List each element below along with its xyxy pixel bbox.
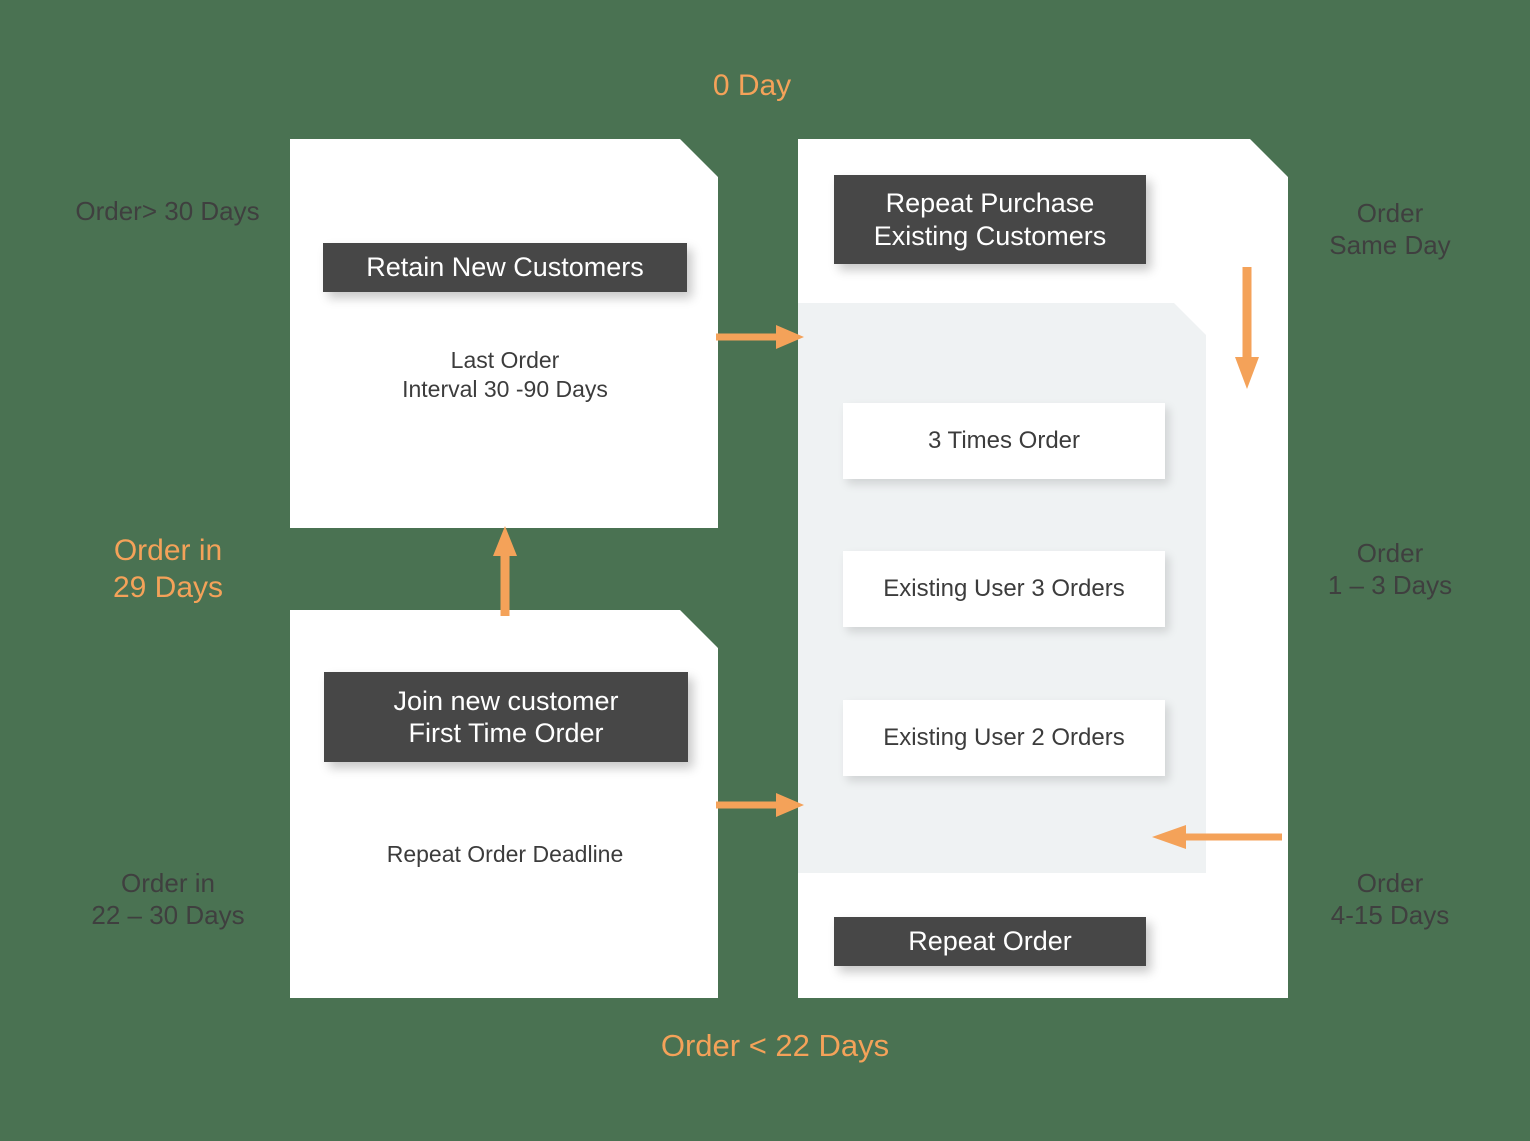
arrow-same-day-down-icon	[1230, 265, 1264, 391]
card-retain-new-customers-body: Last Order Interval 30 -90 Days	[402, 347, 608, 403]
label-right-order-4-15-days: Order 4-15 Days	[1330, 868, 1450, 930]
card-retain-new-customers[interactable]	[290, 139, 718, 528]
mini-box-existing-user-3-orders[interactable]: Existing User 3 Orders	[843, 551, 1165, 627]
card-repeat-purchase-footer: Repeat Order	[834, 917, 1146, 966]
arrow-join-to-repeat-icon	[714, 790, 810, 820]
mini-box-existing-user-2-orders[interactable]: Existing User 2 Orders	[843, 700, 1165, 776]
card-join-new-customer-body: Repeat Order Deadline	[386, 841, 624, 867]
card-retain-new-customers-header: Retain New Customers	[323, 243, 687, 292]
card-join-new-customer-header: Join new customer First Time Order	[324, 672, 688, 762]
card-repeat-purchase-header: Repeat Purchase Existing Customers	[834, 175, 1146, 264]
mini-box-3-times-order[interactable]: 3 Times Order	[843, 403, 1165, 479]
label-left-order-in-22-30-days: Order in 22 – 30 Days	[91, 868, 245, 930]
arrow-retain-to-repeat-icon	[714, 322, 810, 352]
label-top-0-day: 0 Day	[712, 69, 792, 102]
label-right-order-same-day: Order Same Day	[1329, 198, 1451, 260]
label-left-order-gt-30-days: Order> 30 Days	[75, 196, 260, 226]
label-left-order-in-29-days: Order in 29 Days	[112, 534, 224, 604]
label-bottom-order-lt-22-days: Order < 22 Days	[660, 1028, 890, 1063]
arrow-reenter-left-icon	[1148, 823, 1284, 851]
label-right-order-1-3-days: Order 1 – 3 Days	[1327, 538, 1453, 600]
card-join-new-customer[interactable]	[290, 610, 718, 998]
arrow-join-to-retain-icon	[488, 522, 522, 618]
